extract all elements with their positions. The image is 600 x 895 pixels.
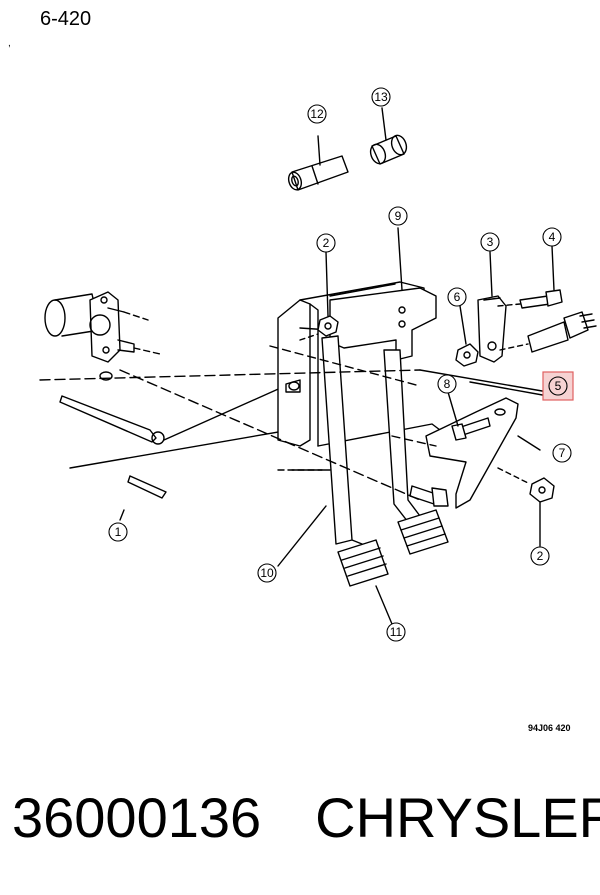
lower-nut-part	[497, 467, 555, 547]
part-number: 36000136	[12, 786, 262, 849]
screw-part	[497, 245, 563, 309]
svg-text:8: 8	[444, 377, 451, 391]
upper-nut-part	[299, 251, 339, 341]
svg-text:10: 10	[260, 566, 274, 580]
svg-text:2: 2	[323, 236, 330, 250]
callout-4: 4	[542, 227, 562, 247]
callout-13: 13	[371, 87, 391, 107]
part-caption: 36000136 CHRYSLER	[12, 785, 600, 850]
brand-name: CHRYSLER	[315, 786, 600, 849]
callout-5-highlight: 5	[542, 371, 574, 401]
bushing-sleeve-part	[287, 135, 349, 191]
pivot-bracket-part	[329, 227, 437, 361]
svg-text:7: 7	[559, 446, 566, 460]
push-rod-part	[59, 385, 286, 445]
scan-mark: ,	[8, 38, 11, 49]
plunger-switch-part	[499, 311, 597, 353]
pedal-pad-right-part	[397, 509, 449, 555]
pedal-assembly-diagram: 1 2 3 4 5 6 7 8 9 10 11 12 13 2	[39, 87, 597, 642]
svg-text:3: 3	[487, 235, 494, 249]
short-bushing-part	[369, 107, 408, 165]
svg-text:2: 2	[537, 549, 544, 563]
svg-text:1: 1	[115, 525, 122, 539]
callout-10: 10	[257, 563, 277, 583]
figure-reference-code: 94J06 420	[528, 723, 571, 733]
retaining-clip-part	[69, 429, 291, 521]
svg-text:13: 13	[374, 90, 388, 104]
svg-text:4: 4	[549, 230, 556, 244]
pedal-bracket-part	[277, 281, 441, 447]
callout-11: 11	[386, 622, 406, 642]
svg-text:12: 12	[310, 107, 324, 121]
callout-12: 12	[307, 104, 327, 124]
switch-bracket-part	[425, 397, 541, 509]
callout-2-lower: 2	[530, 546, 550, 566]
callout-9: 9	[388, 206, 408, 226]
callout-3: 3	[480, 232, 500, 252]
svg-text:5: 5	[555, 379, 562, 393]
callout-7: 7	[552, 443, 572, 463]
svg-text:9: 9	[395, 209, 402, 223]
small-nut-part	[455, 305, 479, 367]
switch-body-part	[477, 251, 507, 363]
svg-text:11: 11	[390, 625, 403, 639]
master-cylinder-part	[44, 291, 161, 381]
svg-text:6: 6	[454, 290, 461, 304]
callout-8: 8	[437, 374, 457, 394]
brake-pedal-arm-part	[321, 335, 377, 561]
pedal-pad-left-part	[337, 539, 389, 587]
bolt-part	[447, 391, 491, 441]
alignment-lines	[39, 345, 549, 625]
page-number: 6-420	[40, 8, 92, 30]
pivot-bolt-part	[409, 485, 449, 507]
callout-2-upper: 2	[316, 233, 336, 253]
callout-6: 6	[447, 287, 467, 307]
callout-1: 1	[108, 522, 128, 542]
